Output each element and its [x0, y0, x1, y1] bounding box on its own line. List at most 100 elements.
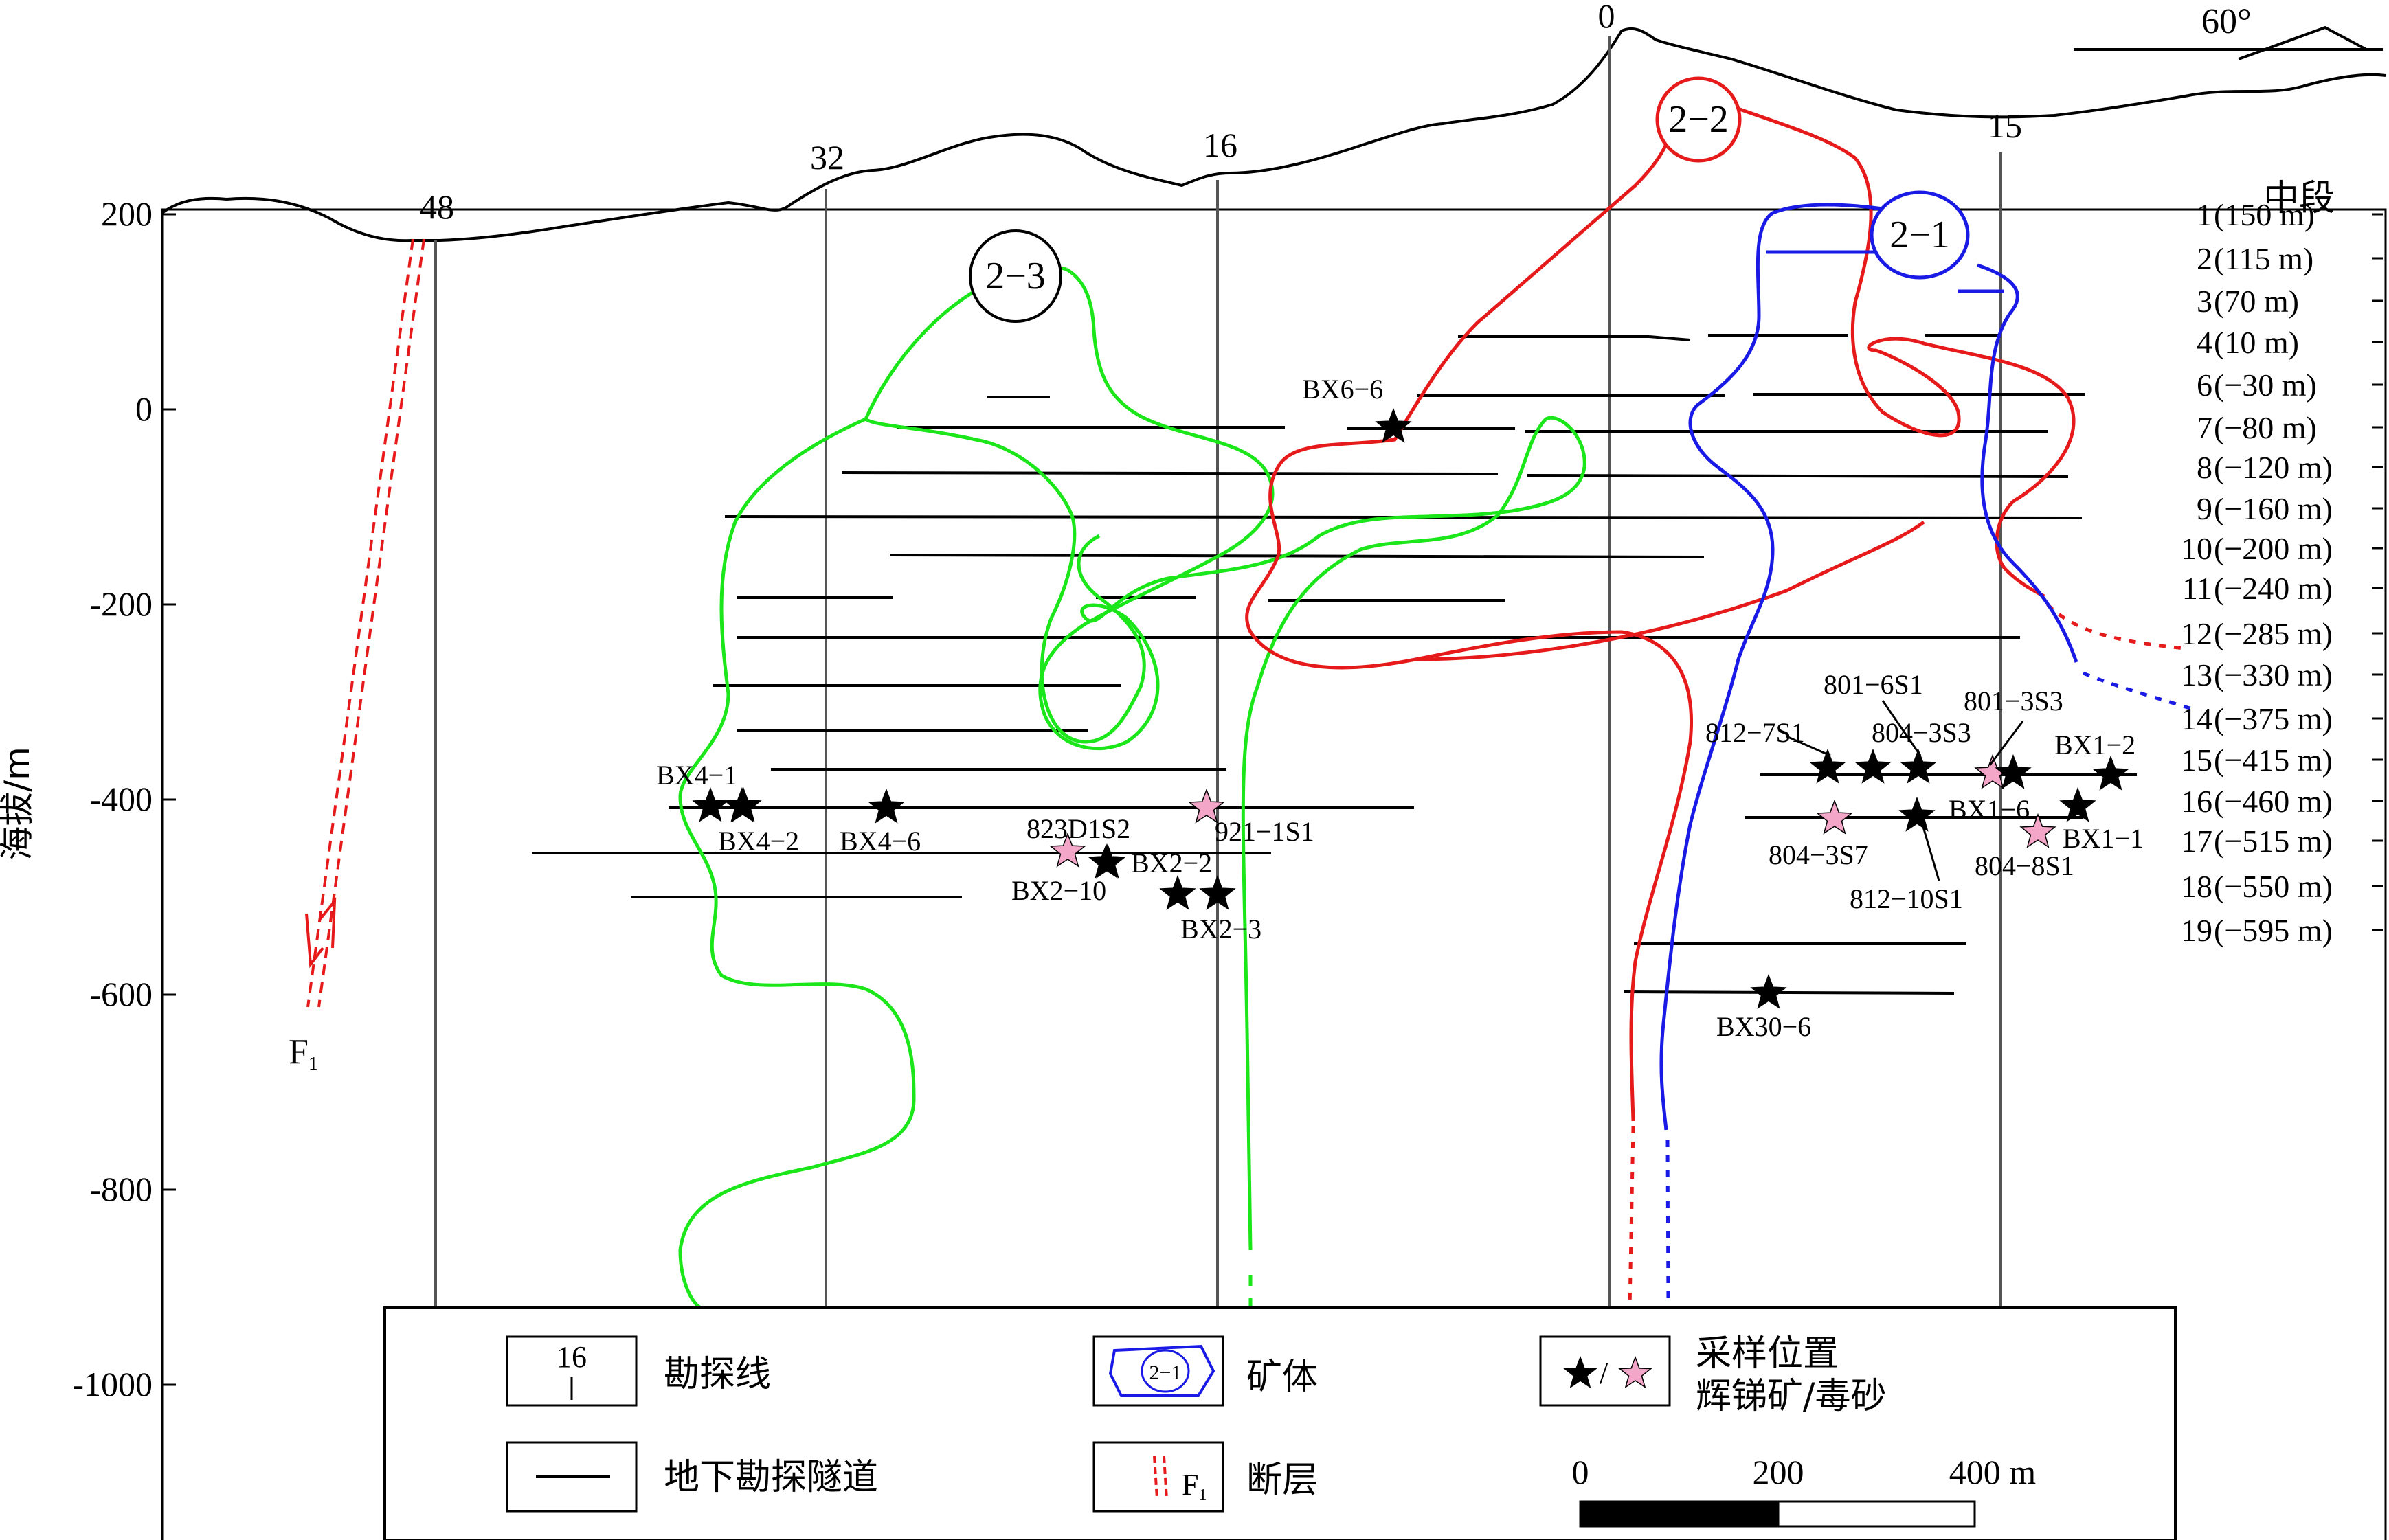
orebody-2-3-outline — [1038, 267, 1586, 1251]
sample-label: 823D1S2 — [1027, 813, 1130, 844]
fault-f1 — [306, 238, 425, 1008]
sample-label: 801−3S3 — [1964, 686, 2063, 716]
level-title: 中段 — [2263, 178, 2335, 219]
sample-label: BX2−3 — [1180, 914, 1261, 944]
tunnel — [889, 554, 1705, 558]
level-elevation: (−515 m) — [2214, 824, 2333, 859]
level-elevation: (−200 m) — [2214, 531, 2333, 566]
level-elevation: (−80 m) — [2214, 410, 2317, 445]
tunnel — [1624, 990, 1955, 995]
legend-orebody-icon-text: 2−1 — [1149, 1361, 1182, 1384]
level-number: 4 — [2197, 325, 2212, 360]
level-elevation: (70 m) — [2214, 284, 2299, 319]
exploration-line-labels: 48 32 16 0 15 — [420, 0, 2022, 226]
level-elevation: (−285 m) — [2214, 616, 2333, 651]
level-row: 13(−330 m) — [2181, 657, 2383, 692]
orebody-2-2-outline — [1415, 520, 1925, 661]
level-number: 10 — [2181, 531, 2212, 566]
sample-label: BX1−2 — [2054, 729, 2135, 760]
orebody-labels: 2−3 2−2 2−1 — [969, 76, 1970, 323]
orientation-label: 60° — [2201, 2, 2252, 41]
sample-marker-arsenopyrite — [1049, 832, 1086, 868]
sample-marker-arsenopyrite — [1816, 799, 1853, 835]
sample-label: BX30−6 — [1716, 1011, 1811, 1042]
level-number: 2 — [2197, 241, 2212, 276]
orebody-2-1-outline — [1977, 263, 2078, 663]
legend-exploration-line-label: 勘探线 — [664, 1354, 771, 1395]
sample-marker-stibnite — [725, 786, 762, 822]
y-tick-labels: 200 0 -200 -400 -600 -800 -1000 — [72, 194, 153, 1403]
level-elevation: (115 m) — [2214, 241, 2313, 276]
level-row: 10(−200 m) — [2181, 531, 2383, 566]
orebody-label-2-1: 2−1 — [1889, 214, 1950, 256]
y-tick-label: 0 — [135, 389, 153, 428]
y-axis — [162, 213, 176, 1386]
sample-marker-stibnite — [1809, 748, 1846, 784]
scale-bar-tick-1: 200 — [1753, 1453, 1804, 1491]
level-row: 11(−240 m) — [2182, 571, 2383, 606]
level-elevation: (10 m) — [2214, 325, 2299, 360]
level-row: 19(−595 m) — [2181, 913, 2383, 948]
legend-arsenopyrite-star — [1618, 1355, 1652, 1389]
level-list: 中段 1(150 m)2(115 m)3(70 m)4(10 m)6(−30 m… — [2181, 178, 2383, 948]
y-tick-label: -800 — [89, 1170, 153, 1208]
level-row: 3(70 m) — [2197, 284, 2383, 319]
topography-line — [161, 27, 2386, 242]
sample-marker-stibnite — [2092, 755, 2129, 791]
level-number: 11 — [2182, 571, 2212, 606]
level-elevation: (−460 m) — [2214, 784, 2333, 819]
sample-marker-stibnite — [1199, 874, 1236, 910]
orebody-2-3-outline — [1040, 534, 1146, 744]
y-tick-label: -200 — [89, 585, 153, 623]
orebody-2-1-dotted — [2083, 671, 2192, 711]
sample-label: 804−3S3 — [1872, 717, 1971, 748]
level-row: 8(−120 m) — [2197, 450, 2383, 485]
level-row: 1(150 m) — [2197, 197, 2383, 232]
legend: 16 勘探线 地下勘探隧道 2−1 矿体 F1 断层 / 采样位置 辉锑矿/毒砂… — [383, 1306, 2177, 1540]
level-elevation: (−550 m) — [2214, 869, 2333, 904]
orebody-label-2-3: 2−3 — [985, 255, 1046, 297]
exploration-line-label: 15 — [1988, 106, 2022, 145]
level-elevation: (−160 m) — [2214, 491, 2333, 526]
legend-exploration-line-icon-text: 16 — [557, 1340, 587, 1374]
level-number: 15 — [2181, 743, 2212, 778]
level-number: 14 — [2181, 701, 2212, 736]
legend-sampling-label-2: 辉锑矿/毒砂 — [1696, 1376, 1887, 1417]
level-number: 1 — [2197, 197, 2212, 232]
tunnel — [1526, 474, 2069, 478]
level-row: 18(−550 m) — [2181, 869, 2383, 904]
sample-markers — [692, 407, 2129, 1009]
orebody-2-1-outline — [1659, 203, 1883, 1131]
sample-marker-stibnite — [1995, 754, 2032, 789]
plot-frame — [161, 208, 2387, 1540]
fault-arrows — [305, 897, 337, 969]
exploration-line-label: 32 — [810, 138, 844, 177]
legend-exploration-line-icon — [506, 1335, 638, 1407]
legend-stibnite-star — [1563, 1355, 1597, 1389]
scale-bar-white — [1777, 1500, 1976, 1528]
y-tick-label: -400 — [89, 780, 153, 818]
orebody-2-2-dotted — [1628, 1126, 1635, 1309]
sample-marker-stibnite — [868, 788, 905, 824]
level-number: 13 — [2181, 657, 2212, 692]
sample-marker-stibnite — [1159, 874, 1196, 910]
level-number: 19 — [2181, 913, 2212, 948]
level-elevation: (−415 m) — [2214, 743, 2333, 778]
legend-sampling-sep: / — [1600, 1357, 1608, 1390]
level-number: 16 — [2181, 784, 2212, 819]
sample-label: BX4−6 — [840, 826, 921, 857]
level-row: 16(−460 m) — [2181, 784, 2383, 819]
legend-sampling-label-1: 采样位置 — [1696, 1333, 1839, 1374]
level-row: 17(−515 m) — [2181, 824, 2383, 859]
level-number: 8 — [2197, 450, 2212, 485]
sample-marker-arsenopyrite — [1188, 788, 1225, 824]
level-elevation: (−240 m) — [2214, 571, 2333, 606]
level-row: 14(−375 m) — [2181, 701, 2383, 736]
orebody-2-3-outline — [678, 417, 1077, 1310]
level-row: 12(−285 m) — [2181, 616, 2383, 651]
sample-marker-stibnite — [1900, 748, 1937, 784]
sample-label: 804−8S1 — [1975, 850, 2074, 881]
sample-label: BX6−6 — [1302, 374, 1383, 405]
